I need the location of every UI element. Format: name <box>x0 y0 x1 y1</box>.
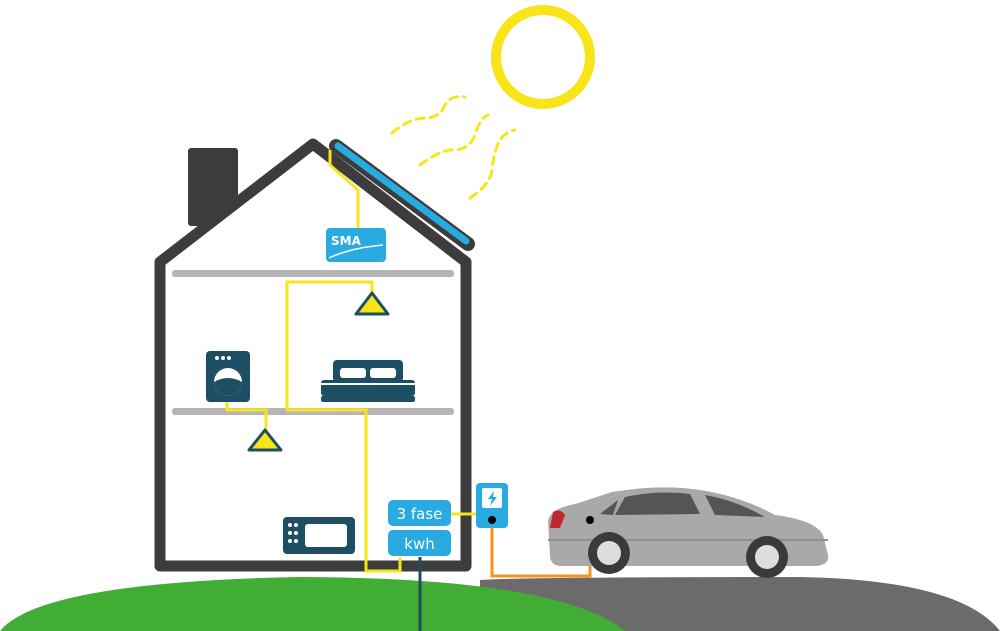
microwave-icon <box>283 517 355 554</box>
sun-icon <box>491 5 595 109</box>
kwh-label: kwh <box>404 535 434 553</box>
solar-panel-icon <box>329 139 475 251</box>
lamp-icon <box>247 428 283 452</box>
grass <box>0 577 625 631</box>
lightning-icon <box>488 491 497 506</box>
sma-logo-text: SMA <box>331 234 362 248</box>
car-icon <box>548 487 829 578</box>
kwh-meter: kwh <box>388 530 451 556</box>
house-outline <box>154 138 472 572</box>
phase-label: 3 fase <box>397 505 443 523</box>
floor-upper <box>172 270 454 277</box>
sun-rays <box>390 95 517 200</box>
washing-machine-icon <box>206 351 250 402</box>
house-wiring <box>225 150 476 573</box>
ev-charger-icon <box>476 483 508 528</box>
bed-icon <box>321 360 415 402</box>
sma-inverter: SMA <box>326 228 386 262</box>
road <box>480 577 1000 631</box>
lamp-icon <box>354 291 390 316</box>
phase-meter: 3 fase <box>388 500 451 526</box>
